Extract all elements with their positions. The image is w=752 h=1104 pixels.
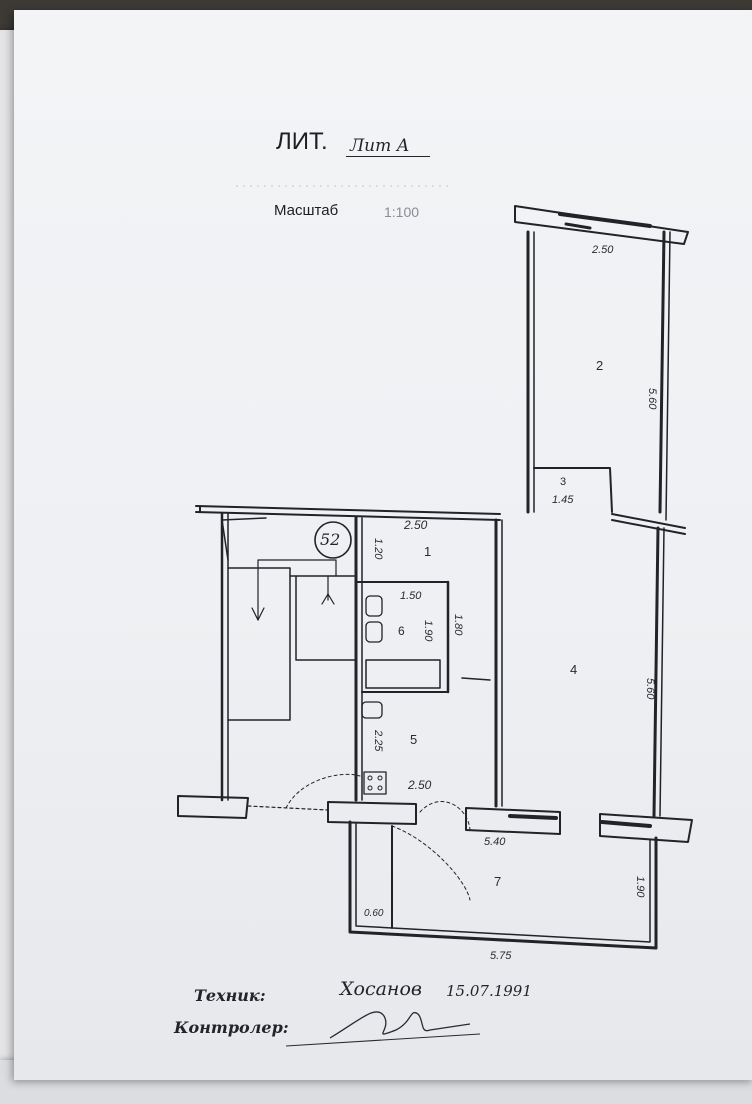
dim-room1-width: 2.50 bbox=[404, 518, 428, 532]
dim-balcony-outer: 5.75 bbox=[490, 950, 512, 962]
lit-label: ЛИТ. bbox=[276, 128, 328, 155]
lit-value: Лит А bbox=[346, 136, 430, 157]
balcony-walls bbox=[348, 820, 658, 950]
room-number-5: 5 bbox=[410, 732, 418, 747]
room-number-2: 2 bbox=[596, 358, 604, 373]
dim-balcony-inner: 5.40 bbox=[484, 836, 506, 848]
stairwell bbox=[220, 512, 357, 802]
technician-label: Техник: bbox=[194, 986, 266, 1005]
scale-label: Масштаб bbox=[274, 202, 339, 219]
entrance-number: 52 bbox=[320, 530, 341, 549]
room-number-1: 1 bbox=[424, 544, 432, 559]
room-number-6: 6 bbox=[398, 624, 405, 638]
main-cross-wall bbox=[195, 505, 686, 535]
room-number-7: 7 bbox=[494, 874, 502, 889]
room-number-4: 4 bbox=[570, 662, 578, 677]
dim-room2-width: 2.50 bbox=[592, 244, 614, 256]
dim-room4-length: 5.60 bbox=[644, 678, 656, 700]
dim-balcony-depth: 1.90 bbox=[634, 876, 646, 898]
dim-kitchen-length: 2.25 bbox=[372, 730, 384, 752]
scale-value: 1:100 bbox=[384, 204, 420, 220]
room-4-walls bbox=[652, 526, 665, 818]
technician-signature: Хосанов bbox=[340, 978, 422, 1000]
dim-bath-side: 1.80 bbox=[452, 614, 464, 636]
dim-room3-size: 1.45 bbox=[552, 494, 574, 506]
south-wall bbox=[177, 773, 693, 901]
dim-kitchen-width: 2.50 bbox=[408, 778, 432, 792]
interior-walls bbox=[354, 516, 503, 808]
room-2-walls bbox=[514, 205, 689, 521]
dim-room2-length: 5.60 bbox=[646, 388, 658, 410]
dim-room1-depth: 1.20 bbox=[372, 538, 384, 560]
document-page bbox=[14, 10, 752, 1080]
dim-bath-length: 1.90 bbox=[422, 620, 434, 642]
dim-bath-width: 1.50 bbox=[400, 590, 422, 602]
dim-balcony-side: 0.60 bbox=[364, 908, 384, 919]
entrance-number-circle bbox=[314, 521, 352, 559]
room-number-3: 3 bbox=[560, 476, 567, 488]
controller-label: Контролер: bbox=[174, 1018, 289, 1037]
technician-date: 15.07.1991 bbox=[446, 982, 532, 1000]
